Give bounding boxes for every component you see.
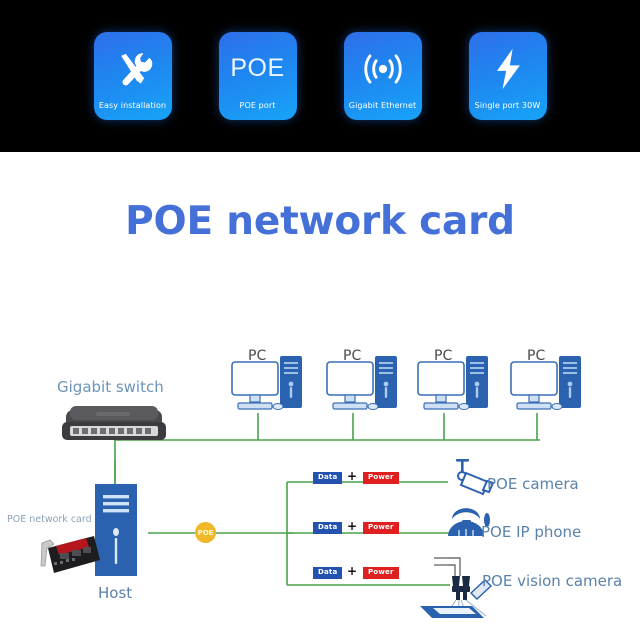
feature-badge-caption: POE port	[239, 101, 276, 110]
gigabit-switch-device[interactable]	[62, 406, 166, 440]
ip-phone-icon	[448, 508, 490, 536]
gigabit-switch-label: Gigabit switch	[57, 378, 164, 396]
feature-badge-easy-installation[interactable]: Easy installation	[93, 32, 172, 120]
pc-device[interactable]	[510, 356, 581, 410]
connection-lines	[114, 413, 540, 586]
wifi-signal-icon	[344, 32, 422, 101]
pc-label: PC	[343, 348, 362, 364]
hero-banner: Easy installation POE POE port	[0, 0, 640, 152]
pc-label: PC	[527, 348, 546, 364]
poe-text-icon: POE	[219, 32, 297, 101]
feature-badge-poe-port[interactable]: POE POE port	[218, 32, 297, 120]
data-chip: Data	[313, 472, 343, 484]
pc-label: PC	[248, 348, 267, 364]
plus-sign: +	[347, 519, 358, 533]
device-label-poe-camera: POE camera	[487, 475, 579, 493]
pc-group	[231, 356, 581, 410]
pc-device[interactable]	[326, 356, 397, 410]
data-chip: Data	[313, 522, 343, 534]
power-chip: Power	[363, 567, 399, 579]
host-label: Host	[98, 584, 133, 602]
poe-glyph-text: POE	[230, 54, 285, 82]
poe-network-card-device[interactable]	[40, 536, 100, 573]
pc-device[interactable]	[417, 356, 488, 410]
feature-badge-single-port-30w[interactable]: Single port 30W	[468, 32, 547, 120]
diagram-canvas	[40, 356, 581, 619]
power-chip: Power	[363, 522, 399, 534]
plus-sign: +	[347, 564, 358, 578]
power-chip: Power	[363, 472, 399, 484]
feature-badge-caption: Easy installation	[98, 101, 167, 110]
poe-injector-badge: POE	[195, 522, 216, 543]
lightning-bolt-icon	[469, 32, 547, 101]
poe-network-card-label: POE network card	[7, 514, 92, 525]
pc-label: PC	[434, 348, 453, 364]
network-topology-diagram: PC PC PC PC POE camera POE IP phone POE …	[0, 300, 640, 626]
data-chip: Data	[313, 567, 343, 579]
device-label-poe-ip-phone: POE IP phone	[481, 523, 582, 541]
tools-icon	[94, 32, 172, 101]
feature-badge-caption: Single port 30W	[474, 101, 541, 110]
page-title: POE network card	[125, 199, 515, 244]
host-tower-device[interactable]	[95, 484, 137, 576]
device-label-poe-vision-camera: POE vision camera	[482, 572, 623, 590]
vision-camera-icon	[420, 557, 493, 619]
pc-device[interactable]	[231, 356, 302, 410]
feature-badge-row: Easy installation POE POE port	[0, 0, 640, 152]
plus-sign: +	[347, 469, 358, 483]
feature-badge-caption: Gigabit Ethernet	[348, 101, 417, 110]
cctv-camera-icon	[456, 459, 495, 496]
feature-badge-gigabit-ethernet[interactable]: Gigabit Ethernet	[343, 32, 422, 120]
